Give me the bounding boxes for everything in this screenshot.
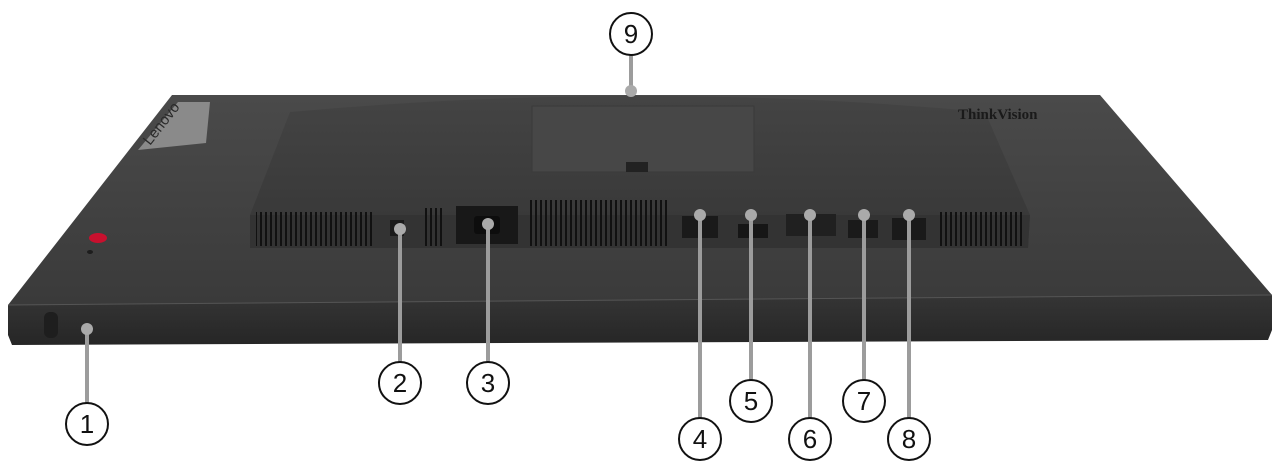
- callout-6-dot: [804, 209, 816, 221]
- callout-4-dot: [694, 209, 706, 221]
- thinkvision-logo: ThinkVision: [958, 107, 1038, 123]
- callout-5: 5: [729, 209, 773, 423]
- callout-3: 3: [466, 218, 510, 405]
- vesa-latch: [626, 162, 648, 172]
- callout-2-dot: [394, 223, 406, 235]
- vent-right: [940, 212, 1024, 246]
- power-indicator: [87, 233, 107, 254]
- callout-8-circle: [887, 417, 931, 461]
- callout-3-dot: [482, 218, 494, 230]
- vent-center: [528, 200, 670, 246]
- vent-left: [256, 212, 374, 246]
- callout-8-dot: [903, 209, 915, 221]
- callout-9-number: 9: [624, 19, 638, 49]
- callout-2-circle: [378, 361, 422, 405]
- callout-5-dot: [745, 209, 757, 221]
- callout-4-number: 4: [693, 424, 707, 454]
- callout-7-dot: [858, 209, 870, 221]
- callout-9-circle: [609, 12, 653, 56]
- callout-8-number: 8: [902, 424, 916, 454]
- callout-3-number: 3: [481, 368, 495, 398]
- callout-6-circle: [788, 417, 832, 461]
- callout-6-number: 6: [803, 424, 817, 454]
- vent-mid-left: [424, 208, 444, 246]
- callout-3-circle: [466, 361, 510, 405]
- callout-4-circle: [678, 417, 722, 461]
- monitor-body: Lenovo ThinkVision: [7, 95, 1273, 345]
- callout-4: 4: [678, 209, 722, 461]
- callout-5-circle: [729, 379, 773, 423]
- callout-1-dot: [81, 323, 93, 335]
- power-button-slot: [44, 312, 58, 338]
- callout-1: 1: [65, 323, 109, 446]
- callout-7-number: 7: [857, 386, 871, 416]
- callout-9: 9: [609, 12, 653, 97]
- callout-1-number: 1: [80, 409, 94, 439]
- callout-7-circle: [842, 379, 886, 423]
- callout-7: 7: [842, 209, 886, 423]
- callout-1-circle: [65, 402, 109, 446]
- callout-8: 8: [887, 209, 931, 461]
- callout-6: 6: [788, 209, 832, 461]
- monitor-bottom-edge: [8, 295, 1272, 345]
- callout-2: 2: [378, 223, 422, 405]
- callout-2-number: 2: [393, 368, 407, 398]
- callout-5-number: 5: [744, 386, 758, 416]
- vesa-cover: [531, 105, 755, 173]
- callout-layer: 1 2 3 4 5 6: [65, 12, 931, 461]
- callout-9-dot: [625, 85, 637, 97]
- lenovo-logo: Lenovo: [138, 99, 210, 150]
